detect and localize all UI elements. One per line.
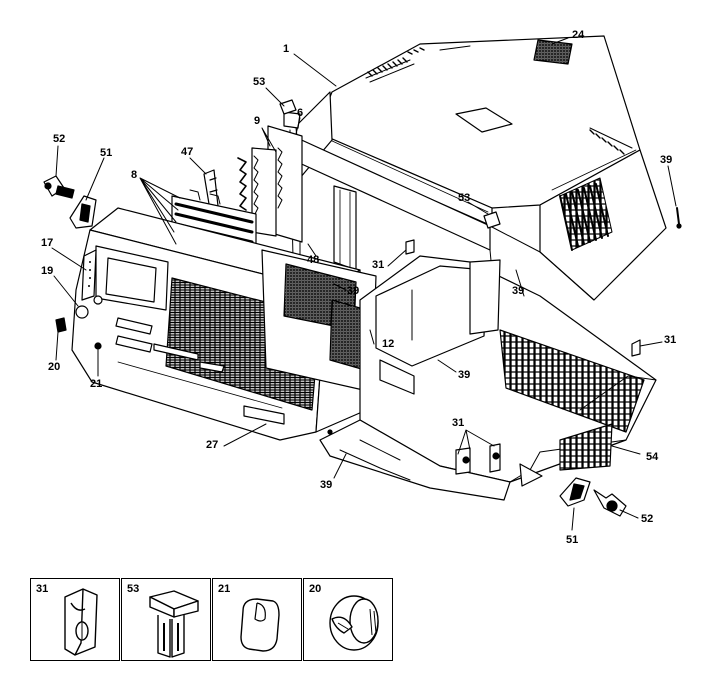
button-21-part [94, 342, 102, 350]
inset-label-53: 53 [127, 583, 140, 595]
inset-label-31: 31 [36, 583, 49, 595]
callout-21: 21 [90, 378, 103, 390]
leader-lines [51, 37, 677, 531]
callout-20: 20 [48, 361, 61, 373]
callout-31: 31 [372, 259, 385, 271]
callout-53: 53 [253, 76, 266, 88]
callout-39-b: 39 [347, 285, 360, 297]
callout-19: 19 [41, 265, 54, 277]
callout-52-b: 52 [641, 513, 654, 525]
inset-label-20: 20 [309, 583, 322, 595]
callout-39-e: 39 [320, 479, 333, 491]
housing-left [69, 195, 97, 229]
cabinet-inner-wall [333, 185, 357, 271]
callout-51-b: 51 [566, 534, 579, 546]
callout-39: 39 [660, 154, 673, 166]
partition-bracket [237, 111, 303, 243]
housing-right [559, 477, 591, 507]
callout-31-b: 31 [664, 334, 677, 346]
callout-51: 51 [100, 147, 113, 159]
knob-20-part [55, 317, 67, 333]
callout-24: 24 [572, 29, 585, 41]
callout-6: 6 [297, 107, 304, 119]
inset-box-20: 20 [303, 578, 393, 661]
callout-1: 1 [283, 43, 290, 55]
plug-53-mid [483, 211, 501, 229]
callout-27: 27 [206, 439, 219, 451]
knob-left [43, 175, 75, 199]
plug-53-top [279, 99, 297, 115]
callout-53-b: 53 [458, 192, 471, 204]
callout-8: 8 [131, 169, 138, 181]
cabinet-shell [283, 35, 667, 341]
screw-right [676, 207, 680, 225]
callout-48: 48 [307, 254, 320, 266]
label-plate [533, 39, 573, 65]
callout-12: 12 [382, 338, 395, 350]
callout-39-c: 39 [512, 285, 525, 297]
base-pan [319, 255, 657, 501]
inset-box-53: 53 [121, 578, 211, 661]
callout-54: 54 [646, 451, 659, 463]
callout-17: 17 [41, 237, 54, 249]
callout-52: 52 [53, 133, 66, 145]
clip-31-left [405, 239, 415, 255]
exploded-view-art [43, 35, 682, 531]
knob-right [593, 489, 627, 517]
callout-47: 47 [181, 146, 194, 158]
knob-icon [329, 595, 379, 651]
clip-icon [64, 588, 98, 656]
inset-box-31: 31 [30, 578, 120, 661]
callout-31-c: 31 [452, 417, 465, 429]
inset-box-21: 21 [212, 578, 302, 661]
callout-39-d: 39 [458, 369, 471, 381]
inset-label-21: 21 [218, 583, 231, 595]
plug-clip-icon [149, 590, 199, 658]
button-cap-icon [240, 598, 280, 652]
callout-9: 9 [254, 115, 261, 127]
clip-31-right [631, 339, 641, 357]
